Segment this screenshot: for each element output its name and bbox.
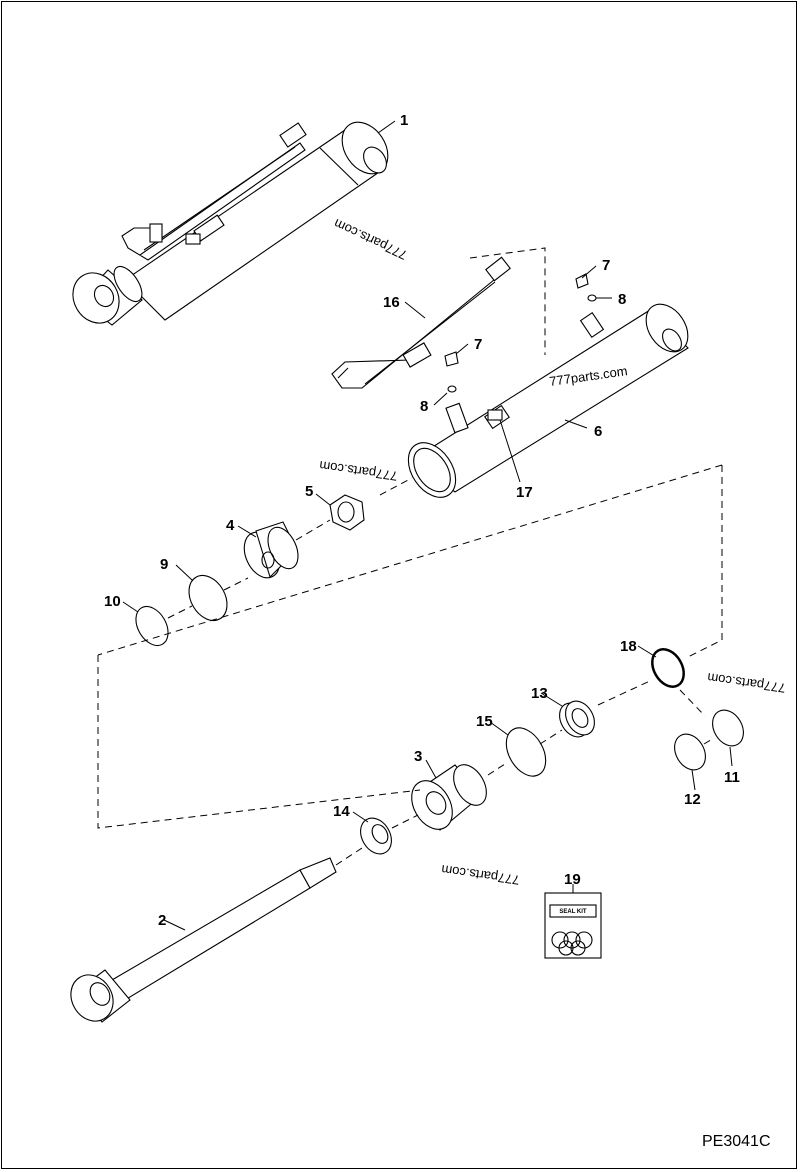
callout-14: 14 (333, 803, 350, 820)
seal-ring-illustration (188, 574, 228, 622)
gland-illustration (411, 764, 487, 831)
hydraulic-tube-illustration (331, 256, 511, 389)
watermark-1: 777parts.com (332, 216, 410, 263)
callout-9: 9 (160, 556, 168, 573)
seal-kit-box: SEAL KIT (544, 892, 602, 959)
callout-15: 15 (476, 713, 493, 730)
wiper-seal-illustration (559, 700, 595, 738)
plug-oring-illustrations (444, 273, 597, 393)
callout-1: 1 (400, 112, 408, 129)
callout-11: 11 (724, 769, 740, 786)
callout-17: 17 (516, 484, 533, 501)
o-ring-12-illustration (674, 733, 706, 771)
o-ring-15-illustration (505, 727, 547, 777)
cylinder-barrel-illustration (407, 303, 689, 498)
callout-19: 19 (564, 871, 581, 888)
callout-12: 12 (684, 791, 701, 808)
nut-illustration (329, 494, 365, 531)
piston-rod-illustration (70, 857, 337, 1023)
drawing-code: PE3041C (702, 1133, 771, 1150)
rod-seal-illustration (360, 817, 392, 855)
wear-ring-illustration (135, 605, 169, 647)
callout-18: 18 (620, 638, 637, 655)
callout-6: 6 (594, 423, 602, 440)
watermark-4: 777parts.com (706, 670, 786, 696)
clip-illustration (487, 409, 503, 421)
watermark-5: 777parts.com (440, 862, 520, 888)
cylinder-assembly-illustration (72, 121, 389, 326)
callout-7b: 7 (474, 336, 482, 353)
callout-8b: 8 (420, 398, 428, 415)
assembly-centerlines (97, 247, 723, 866)
seal-kit-label: SEAL KIT (559, 909, 587, 915)
callout-2: 2 (158, 912, 166, 929)
callout-16: 16 (383, 294, 400, 311)
callout-numbers: 1 2 3 4 5 6 7 7 8 8 9 10 11 12 13 14 15 … (104, 112, 740, 929)
callout-3: 3 (414, 748, 422, 765)
retaining-ring-illustration (651, 648, 685, 688)
callout-13: 13 (531, 685, 548, 702)
callout-4: 4 (226, 517, 235, 534)
watermark-3: 777parts.com (318, 458, 398, 484)
backup-ring-illustration (712, 709, 744, 747)
callout-10: 10 (104, 593, 121, 610)
piston-illustration (243, 521, 299, 579)
callout-leaders (122, 120, 733, 931)
callout-8a: 8 (618, 291, 626, 308)
callout-7a: 7 (602, 257, 610, 274)
callout-5: 5 (305, 483, 313, 500)
